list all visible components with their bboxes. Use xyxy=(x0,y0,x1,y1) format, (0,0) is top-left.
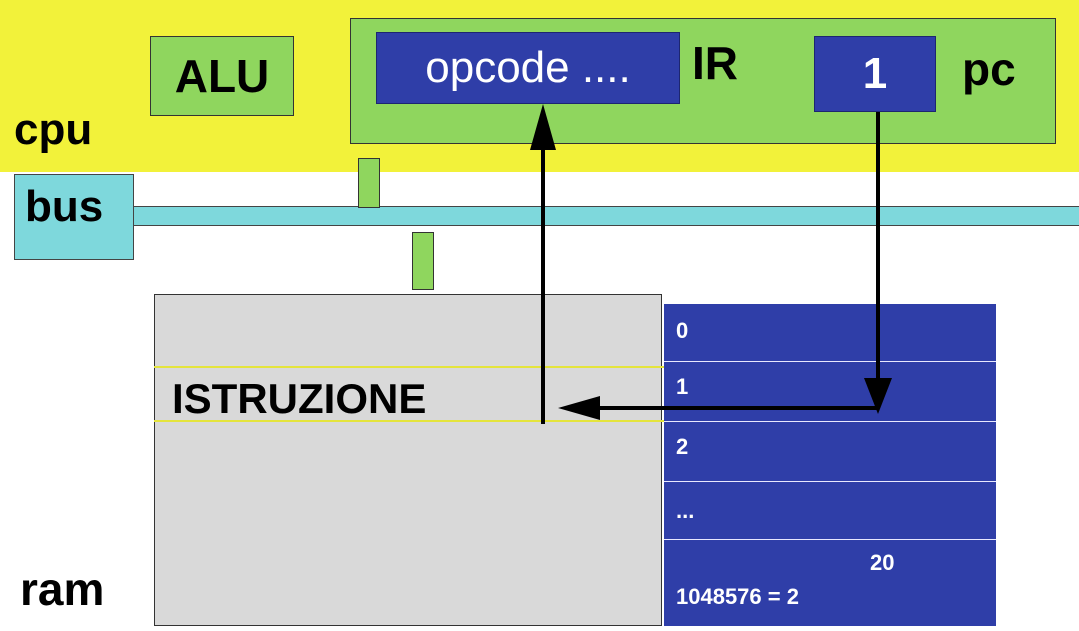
ram-block xyxy=(154,294,662,626)
pc-to-ram-arrowhead xyxy=(864,378,892,414)
instruction-register: opcode .... xyxy=(376,32,680,104)
address-exponent: 20 xyxy=(870,550,895,575)
instruction-line-bottom xyxy=(154,420,666,422)
address-column: 0 1 2 ... 1048576 = 2 20 xyxy=(664,304,996,626)
address-cell: 2 xyxy=(664,422,996,482)
instruction-register-value: opcode .... xyxy=(425,43,631,92)
alu-label: ALU xyxy=(174,50,270,102)
address-cell: 1 xyxy=(664,362,996,422)
bus-line xyxy=(120,206,1079,226)
address-to-instruction-arrowhead xyxy=(558,396,600,420)
instruction-to-ir-arrowhead xyxy=(530,104,556,150)
bus-box: bus xyxy=(14,174,134,260)
ram-label: ram xyxy=(20,563,105,615)
program-counter-value: 1 xyxy=(862,49,888,98)
address-cell: 0 xyxy=(664,304,996,362)
bus-label: bus xyxy=(25,182,104,231)
address-label: 1048576 = 2 xyxy=(676,584,799,609)
address-label: 2 xyxy=(676,434,689,459)
instruction-register-label: IR xyxy=(692,37,738,89)
cpu-label: cpu xyxy=(14,105,93,154)
address-label: ... xyxy=(676,498,695,523)
bus-connector-ram xyxy=(412,232,434,290)
program-counter-label: pc xyxy=(962,43,1016,95)
instruction-label: ISTRUZIONE xyxy=(172,375,427,422)
alu-unit: ALU xyxy=(150,36,294,116)
address-label: 0 xyxy=(676,318,689,343)
address-cell: ... xyxy=(664,482,996,540)
address-cell: 1048576 = 2 xyxy=(664,540,996,626)
bus-connector-cpu xyxy=(358,158,380,208)
instruction-line-top xyxy=(154,366,666,368)
program-counter: 1 xyxy=(814,36,936,112)
address-label: 1 xyxy=(676,374,689,399)
